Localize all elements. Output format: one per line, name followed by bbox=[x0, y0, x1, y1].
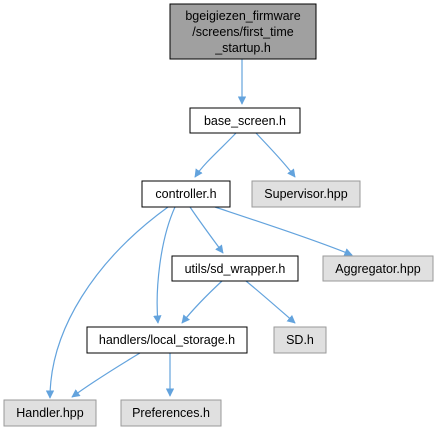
edge-controller-to-handler bbox=[45, 206, 169, 399]
node-controller-label: controller.h bbox=[155, 187, 216, 201]
node-handler-box bbox=[3, 399, 97, 427]
node-sd-wrapper-box bbox=[171, 255, 299, 282]
node-sd-label: SD.h bbox=[286, 333, 314, 347]
node-aggregator: Aggregator.hpp bbox=[322, 255, 434, 282]
edge-controller-to-sd-wrapper bbox=[189, 206, 224, 254]
node-local-storage-box bbox=[86, 326, 248, 354]
node-preferences: Preferences.h bbox=[120, 399, 222, 427]
edge-base-screen-to-controller bbox=[194, 132, 237, 178]
node-sd: SD.h bbox=[273, 326, 327, 354]
node-preferences-box bbox=[120, 399, 222, 427]
node-handler-label: Handler.hpp bbox=[16, 406, 83, 420]
node-supervisor: Supervisor.hpp bbox=[251, 180, 361, 208]
node-preferences-label: Preferences.h bbox=[132, 406, 210, 420]
edge-group bbox=[45, 59, 353, 399]
node-controller: controller.h bbox=[141, 180, 231, 208]
edge-sd-wrapper-to-sd bbox=[245, 280, 296, 324]
node-sd-wrapper-label: utils/sd_wrapper.h bbox=[185, 262, 286, 276]
edge-controller-to-local-storage bbox=[153, 206, 176, 324]
node-base-screen-box bbox=[189, 107, 301, 134]
node-base-screen-label: base_screen.h bbox=[204, 114, 286, 128]
node-supervisor-label: Supervisor.hpp bbox=[264, 187, 347, 201]
node-group: bgeigiezen_firmware /screens/first_time … bbox=[3, 3, 434, 427]
edge-controller-to-aggregator bbox=[214, 206, 353, 257]
node-supervisor-box bbox=[251, 180, 361, 208]
edge-base-screen-to-supervisor bbox=[255, 132, 296, 178]
node-first-time-startup-label-1: bgeigiezen_firmware bbox=[185, 9, 300, 23]
node-sd-wrapper: utils/sd_wrapper.h bbox=[171, 255, 299, 282]
node-local-storage-label: handlers/local_storage.h bbox=[99, 333, 235, 347]
node-first-time-startup-label-2: /screens/first_time bbox=[192, 25, 293, 39]
node-first-time-startup: bgeigiezen_firmware /screens/first_time … bbox=[169, 3, 317, 60]
edge-local-storage-to-handler bbox=[71, 352, 141, 398]
node-handler: Handler.hpp bbox=[3, 399, 97, 427]
node-sd-box bbox=[273, 326, 327, 354]
node-local-storage: handlers/local_storage.h bbox=[86, 326, 248, 354]
edge-sd-wrapper-to-local-storage bbox=[181, 280, 223, 324]
node-aggregator-label: Aggregator.hpp bbox=[335, 262, 421, 276]
node-base-screen: base_screen.h bbox=[189, 107, 301, 134]
node-controller-box bbox=[141, 180, 231, 208]
node-first-time-startup-box bbox=[169, 3, 317, 60]
node-first-time-startup-label-3: _startup.h bbox=[214, 41, 271, 55]
node-aggregator-box bbox=[322, 255, 434, 282]
